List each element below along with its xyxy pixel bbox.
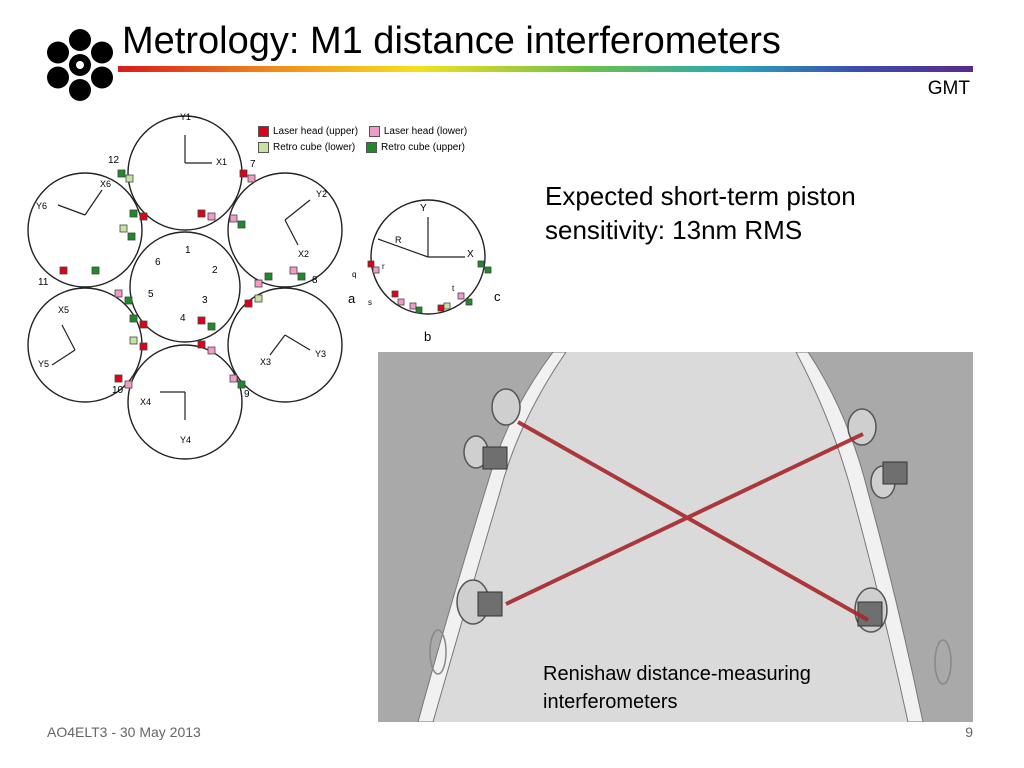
axis-label-x4: X4 (140, 397, 151, 407)
gmt-logo-icon (47, 29, 113, 101)
axis-label-y1: Y1 (180, 112, 191, 122)
marker-legend: Laser head (upper) Laser head (lower) Re… (258, 123, 508, 156)
legend-item: Retro cube (lower) (258, 140, 355, 156)
detail-group-a: a (348, 291, 356, 306)
axis-label-y3: Y3 (315, 349, 326, 359)
outer-label-9: 9 (244, 389, 250, 400)
inner-label-3: 3 (202, 295, 208, 306)
slide-title: Metrology: M1 distance interferometers (122, 20, 781, 62)
detail-group-c: c (494, 289, 501, 304)
interferometer-render-image (378, 352, 973, 722)
inner-label-4: 4 (180, 313, 186, 324)
axis-label-x2: X2 (298, 249, 309, 259)
axis-label-y6: Y6 (36, 201, 47, 211)
detail-point-q: q (352, 270, 356, 279)
outer-label-7: 7 (250, 159, 256, 170)
sensitivity-text: Expected short-term piston sensitivity: … (545, 181, 856, 245)
legend-item: Retro cube (upper) (366, 140, 465, 156)
axis-label-y5: Y5 (38, 359, 49, 369)
detail-point-t: t (452, 284, 455, 293)
outer-label-11: 11 (38, 277, 49, 288)
inner-label-1: 1 (185, 245, 191, 256)
detail-axis-x: X (467, 249, 474, 260)
axis-label-x5: X5 (58, 305, 69, 315)
inner-label-5: 5 (148, 289, 154, 300)
outer-label-12: 12 (108, 155, 120, 166)
outer-label-10: 10 (112, 385, 124, 396)
organization-label: GMT (927, 78, 970, 99)
axis-label-x3: X3 (260, 357, 271, 367)
inner-label-2: 2 (212, 265, 218, 276)
segment-detail-diagram: Y X R a b c q r s t (348, 199, 501, 344)
outer-label-8: 8 (312, 275, 318, 286)
footer-event-date: AO4ELT3 - 30 May 2013 (47, 724, 201, 740)
segment-layout-diagram: 12 7 11 8 10 9 1 2 3 4 5 6 Y1 X1 Y2 X2 Y… (27, 112, 343, 460)
legend-item: Laser head (lower) (368, 123, 467, 139)
slide-page-number: 9 (965, 724, 973, 740)
legend-item: Laser head (upper) (258, 123, 358, 139)
detail-axis-y: Y (420, 203, 427, 214)
axis-label-y2: Y2 (316, 189, 327, 199)
detail-group-b: b (424, 329, 431, 344)
axis-label-x6: X6 (100, 179, 111, 189)
title-underline-rainbow (118, 66, 973, 72)
detail-radius-label: R (395, 235, 402, 245)
axis-label-x1: X1 (216, 157, 227, 167)
detail-point-s: s (368, 298, 372, 307)
axis-label-y4: Y4 (180, 435, 191, 445)
inner-label-6: 6 (155, 257, 161, 268)
detail-point-r: r (382, 262, 385, 271)
render-caption: Renishaw distance-measuring interferomet… (543, 663, 811, 713)
